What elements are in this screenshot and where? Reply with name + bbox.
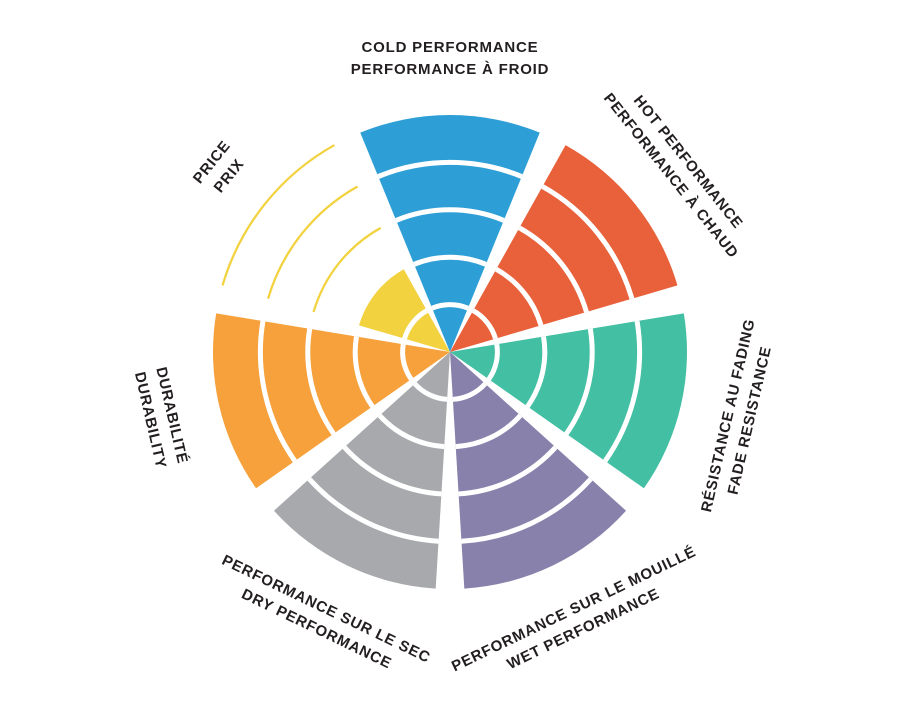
label-fade-resistance: RÉSISTANCE AU FADINGFADE RESISTANCE [698, 317, 780, 518]
ring-divider [305, 328, 336, 436]
ring-divider [564, 328, 595, 436]
ring-divider [458, 445, 558, 497]
ring-divider [518, 225, 589, 313]
sector-cold-performance [360, 115, 540, 352]
ring-divider [257, 320, 297, 463]
unfilled-ring-arc [266, 185, 359, 300]
ring-divider [307, 477, 439, 544]
ring-divider [541, 184, 635, 300]
ring-divider [525, 336, 548, 408]
label-durability: DURABILITÉDURABILITY [131, 365, 191, 470]
ring-divider [377, 159, 523, 179]
ring-divider [461, 477, 593, 544]
sector-wet-performance [450, 352, 627, 589]
ring-divider [377, 413, 445, 450]
sector-group-hot-performance: HOT PERFORMANCEPERFORMANCE À CHAUD [450, 90, 746, 352]
ring-divider [400, 343, 414, 381]
ring-divider [603, 320, 643, 463]
ring-divider [412, 381, 448, 402]
ring-divider [413, 254, 487, 267]
ring-divider [352, 336, 375, 408]
unfilled-ring-arc [312, 226, 382, 313]
unfilled-ring-arc [221, 144, 335, 286]
ring-divider [452, 381, 488, 402]
ring-divider [342, 445, 442, 497]
sector-hot-performance [450, 145, 678, 352]
sector-durability [213, 313, 450, 489]
sector-price [359, 269, 450, 352]
ring-divider [395, 207, 505, 223]
label-price: PRICEPRIX [190, 137, 252, 200]
sector-fade-resistance [450, 313, 687, 489]
sector-dry-performance [273, 352, 450, 589]
ring-divider [486, 343, 500, 381]
ring-divider [402, 308, 429, 340]
ring-divider [471, 308, 498, 340]
ring-divider [431, 302, 469, 311]
ring-divider [494, 267, 544, 327]
ring-divider [455, 413, 523, 450]
